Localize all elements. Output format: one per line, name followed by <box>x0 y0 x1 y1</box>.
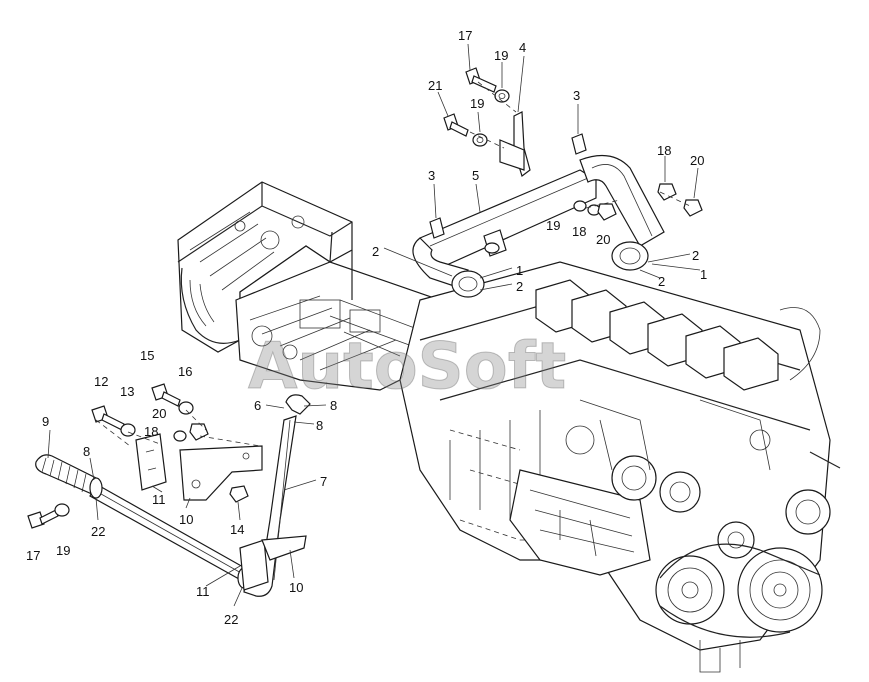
callout-label: 8 <box>316 418 323 433</box>
callout-label: 19 <box>470 96 484 111</box>
callouts: 17 19 4 21 19 3 18 20 3 5 19 18 20 2 1 2… <box>26 28 707 627</box>
callout-label: 12 <box>94 374 108 389</box>
callout-label: 5 <box>472 168 479 183</box>
watermark: AutoSoft <box>248 330 566 404</box>
callout-label: 18 <box>657 143 671 158</box>
callout-label: 15 <box>140 348 154 363</box>
callout-label: 2 <box>658 274 665 289</box>
leader-lines <box>47 43 701 607</box>
callout-label: 3 <box>428 168 435 183</box>
callout-label: 18 <box>144 424 158 439</box>
callout-label: 14 <box>230 522 244 537</box>
callout-label: 2 <box>516 279 523 294</box>
callout-label: 2 <box>372 244 379 259</box>
callout-label: 17 <box>26 548 40 563</box>
callout-label: 4 <box>519 40 526 55</box>
engine <box>399 261 841 673</box>
callout-label: 13 <box>120 384 134 399</box>
callout-label: 16 <box>178 364 192 379</box>
callout-label: 11 <box>152 492 166 507</box>
callout-label: 20 <box>596 232 610 247</box>
callout-label: 17 <box>458 28 472 43</box>
callout-label: 18 <box>572 224 586 239</box>
callout-label: 3 <box>573 88 580 103</box>
gearbox <box>177 181 441 391</box>
callout-label: 19 <box>546 218 560 233</box>
callout-label: 10 <box>179 512 193 527</box>
callout-label: 1 <box>516 263 523 278</box>
callout-label: 10 <box>289 580 303 595</box>
callout-label: 7 <box>320 474 327 489</box>
upper-pipe-assembly <box>412 67 703 298</box>
callout-label: 6 <box>254 398 261 413</box>
callout-label: 8 <box>83 444 90 459</box>
callout-label: 11 <box>196 584 210 599</box>
callout-label: 2 <box>692 248 699 263</box>
callout-label: 20 <box>152 406 166 421</box>
callout-label: 1 <box>700 267 707 282</box>
callout-label: 9 <box>42 414 49 429</box>
callout-label: 19 <box>494 48 508 63</box>
left-pipe-assembly <box>27 383 311 597</box>
callout-label: 20 <box>690 153 704 168</box>
callout-label: 8 <box>330 398 337 413</box>
callout-label: 22 <box>91 524 105 539</box>
callout-label: 19 <box>56 543 70 558</box>
callout-label: 22 <box>224 612 238 627</box>
callout-label: 21 <box>428 78 442 93</box>
